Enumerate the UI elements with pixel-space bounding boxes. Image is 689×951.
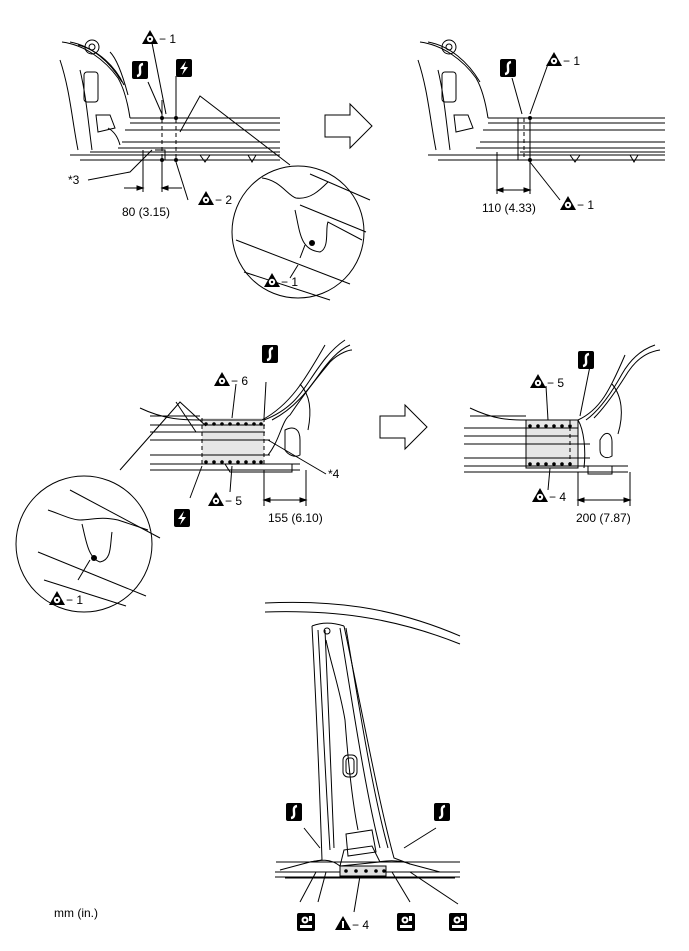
saw-cut-icon: [130, 59, 150, 81]
weld-ref-p1-detail: − 1: [281, 275, 298, 289]
weld-ref-p4-bottom: − 4: [549, 490, 566, 504]
spot-weld-triangle-icon: [532, 488, 548, 502]
panel-1-weld-dots: [160, 116, 315, 246]
spot-weld-triangle-icon: [49, 591, 65, 605]
process-arrow-icon: [324, 102, 373, 150]
mig-weld-box-icon: [449, 913, 467, 931]
dimension-200: 200 (7.87): [576, 511, 631, 525]
weld-ref-p2-bottom: − 1: [577, 198, 594, 212]
saw-cut-icon: [432, 801, 452, 823]
saw-cut-icon: [284, 801, 304, 823]
dimension-110: 110 (4.33): [482, 201, 536, 215]
panel-2-after-cut: [417, 39, 665, 201]
spot-weld-triangle-icon: [214, 372, 230, 386]
lightning-cut-icon: [174, 509, 190, 527]
spot-weld-triangle-icon: [208, 492, 224, 506]
panel-5-weld-dots: [344, 869, 386, 873]
process-arrow-icon: [379, 403, 428, 451]
spot-weld-triangle-icon: [198, 191, 214, 205]
panel-3-weld-dots: [91, 422, 263, 561]
panel-4-weld-dots: [528, 424, 572, 466]
panel-1-cut-view: [59, 39, 371, 301]
callout-label-3: *3: [68, 173, 80, 187]
panel-2-weld-dots: [528, 116, 532, 162]
weld-ref-p2-top: − 1: [563, 54, 580, 68]
dimension-155: 155 (6.10): [268, 511, 323, 525]
weld-ref-p1-top: − 1: [159, 32, 176, 46]
spot-weld-triangle-icon: [142, 30, 158, 44]
spot-weld-triangle-icon: [546, 52, 562, 66]
panel-3-cut-view: [15, 339, 353, 613]
weld-ref-p3-top: − 6: [231, 374, 248, 388]
mig-weld-box-icon: [297, 913, 315, 931]
weld-ref-p3-detail: − 1: [66, 593, 83, 607]
weld-ref-p1-bottom: − 2: [215, 193, 232, 207]
units-label: mm (in.): [54, 906, 98, 920]
saw-cut-icon: [260, 343, 280, 365]
spot-weld-triangle-icon: [560, 196, 576, 210]
panel-4-after-cut: [464, 344, 661, 506]
saw-cut-icon: [498, 57, 518, 79]
spot-weld-triangle-icon: [264, 273, 280, 287]
weld-ref-p4-top: − 5: [547, 376, 564, 390]
spot-weld-triangle-icon: [530, 374, 546, 388]
dimension-80: 80 (3.15): [122, 205, 170, 219]
callout-label-4: *4: [328, 467, 340, 481]
panel-5-pillar-view: [264, 601, 461, 913]
saw-cut-icon: [576, 349, 596, 371]
mig-weld-box-icon: [397, 913, 415, 931]
weld-ref-p5-bottom: − 4: [352, 918, 369, 932]
lightning-cut-icon: [176, 59, 192, 77]
weld-ref-p3-bottom: − 5: [225, 494, 242, 508]
spot-weld-triangle-icon: [335, 916, 351, 930]
